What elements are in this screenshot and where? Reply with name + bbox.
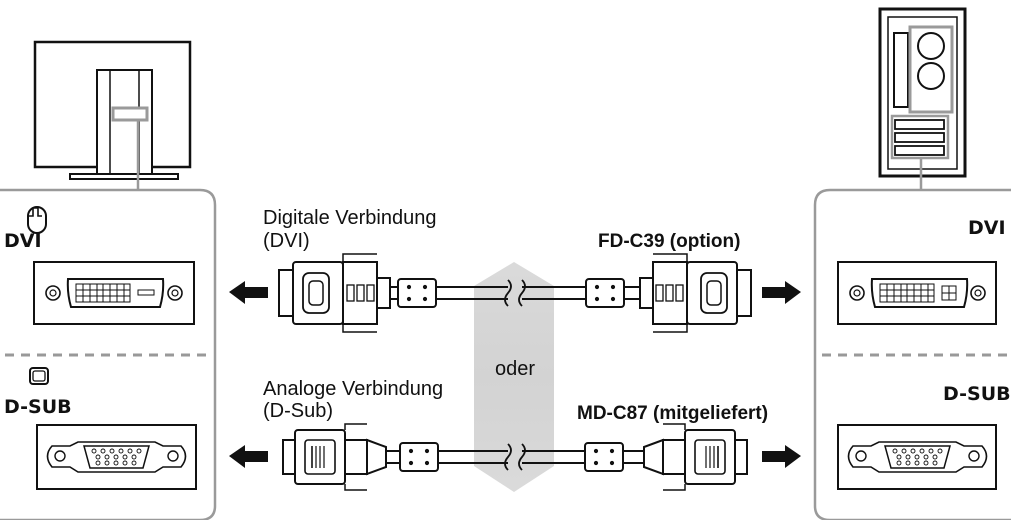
analog-connection-label: Analoge Verbindung — [263, 378, 444, 400]
cable-icon — [278, 253, 752, 333]
dvi-port-icon — [837, 261, 997, 325]
dsub-port-icon — [36, 424, 197, 490]
right-dvi-label: DVI — [968, 217, 1006, 239]
pc-tower-icon — [878, 7, 967, 178]
or-label: oder — [495, 358, 536, 380]
cable-icon — [282, 423, 748, 491]
digital-connection-label: Digitale Verbindung — [263, 207, 437, 229]
analog-connection-sublabel: (D-Sub) — [263, 400, 334, 422]
left-dsub-label: D-SUB — [4, 396, 72, 418]
digital-signal-icon — [27, 206, 47, 234]
dsub-cable-label: MD-C87 (mitgeliefert) — [577, 403, 769, 424]
right-dsub-label: D-SUB — [943, 383, 1011, 405]
dsub-port-icon — [837, 424, 997, 490]
dvi-port-icon — [33, 261, 195, 325]
arrow-left-icon — [229, 281, 268, 468]
dvi-cable-label: FD-C39 (option) — [598, 231, 741, 252]
arrow-right-icon — [762, 281, 801, 468]
monitor-icon — [33, 40, 192, 180]
left-dvi-label: DVI — [4, 230, 42, 252]
digital-connection-sublabel: (DVI) — [263, 230, 310, 252]
analog-signal-icon — [29, 367, 49, 385]
or-band — [474, 262, 554, 492]
